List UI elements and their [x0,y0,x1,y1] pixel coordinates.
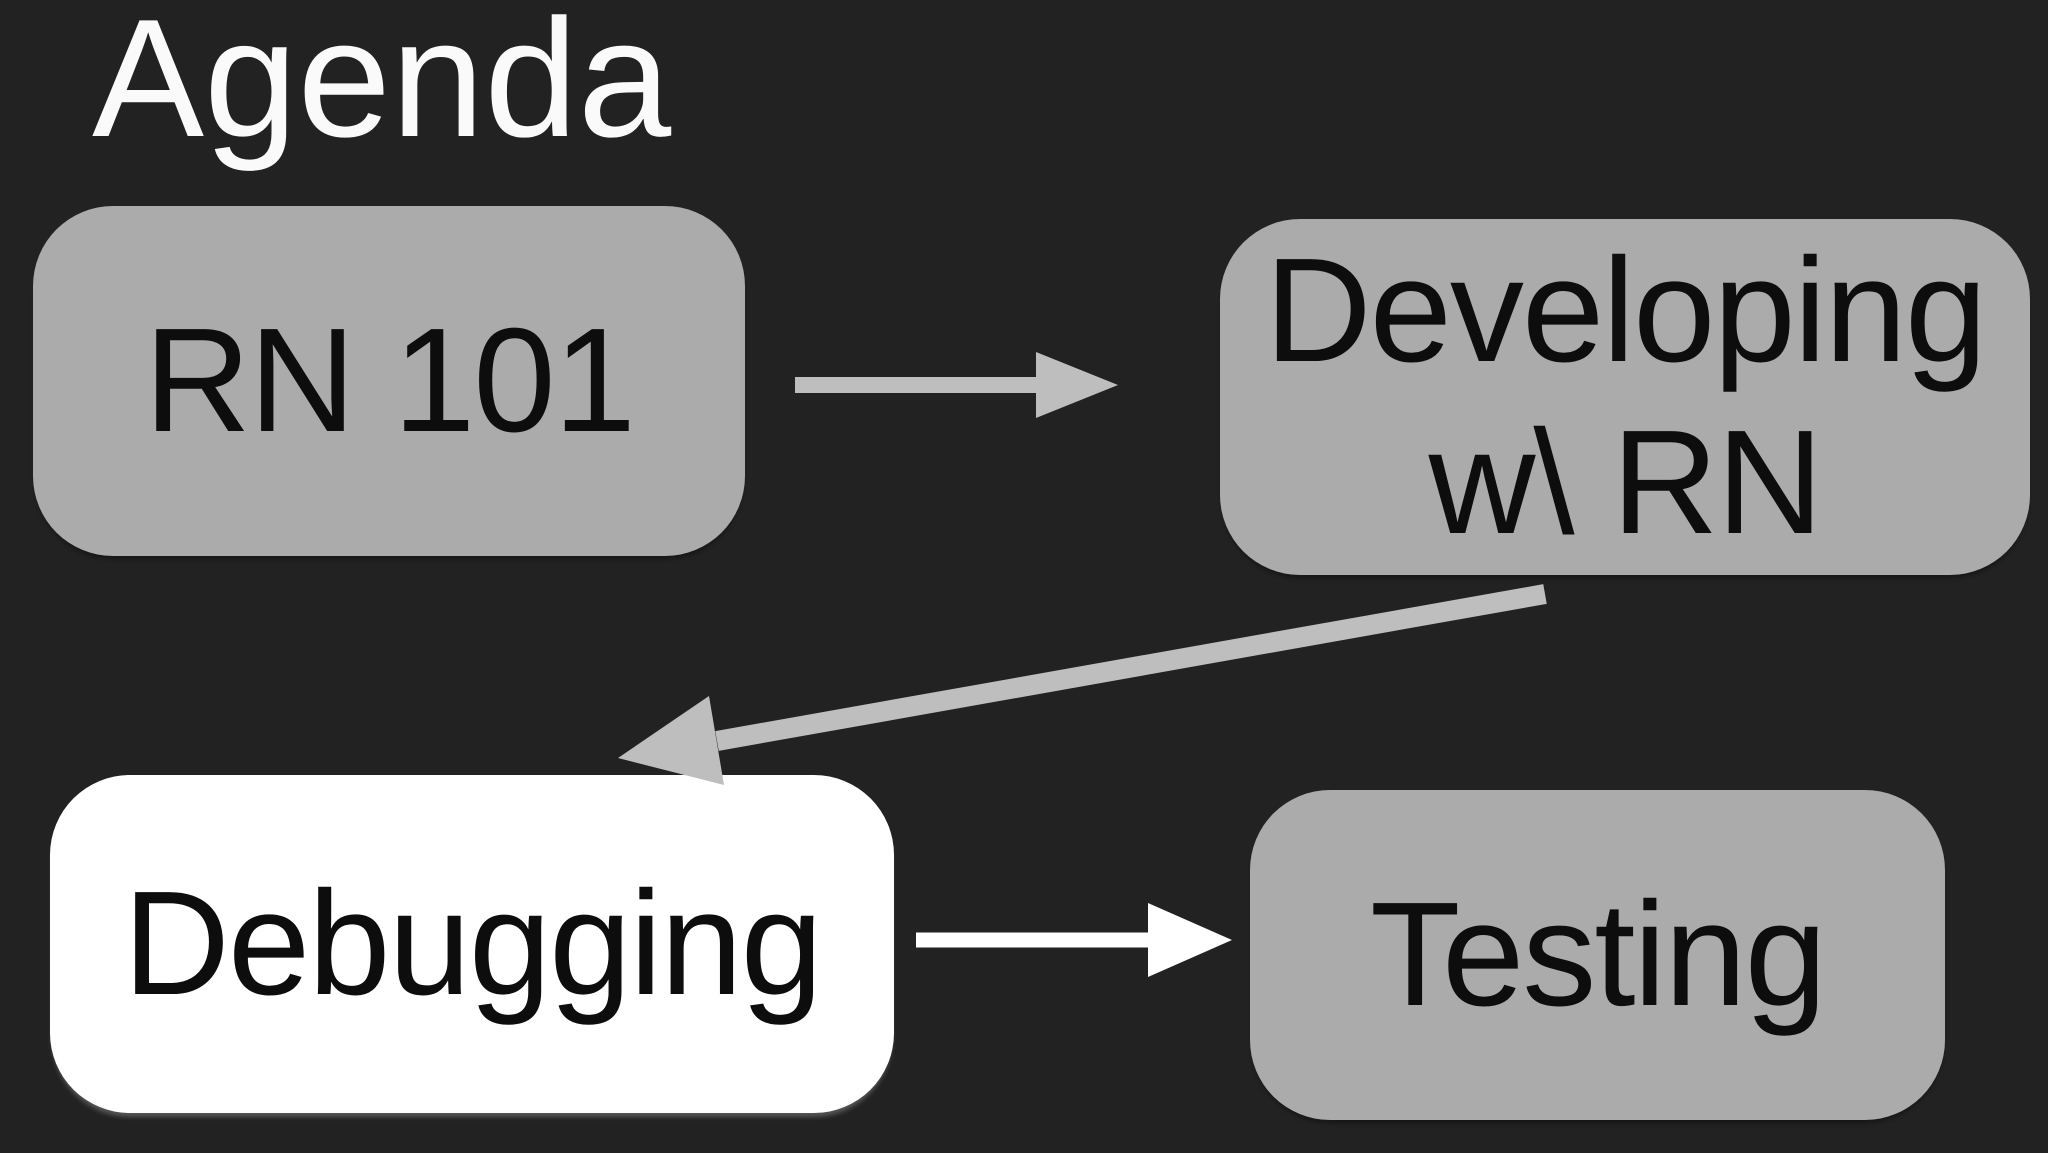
node-developing-label: Developing w\ RN [1264,228,1988,565]
node-rn101: RN 101 [33,206,745,556]
node-testing: Testing [1250,790,1945,1120]
node-debugging-label: Debugging [123,861,823,1027]
node-testing-label: Testing [1370,872,1827,1038]
slide-title: Agenda [92,0,672,172]
arrow-rn101-to-developing [795,352,1118,418]
arrow-debugging-to-testing [916,903,1232,977]
node-developing: Developing w\ RN [1220,219,2030,575]
arrow-developing-to-debugging [618,584,1547,785]
node-debugging: Debugging [50,775,894,1113]
node-rn101-label: RN 101 [144,298,636,464]
